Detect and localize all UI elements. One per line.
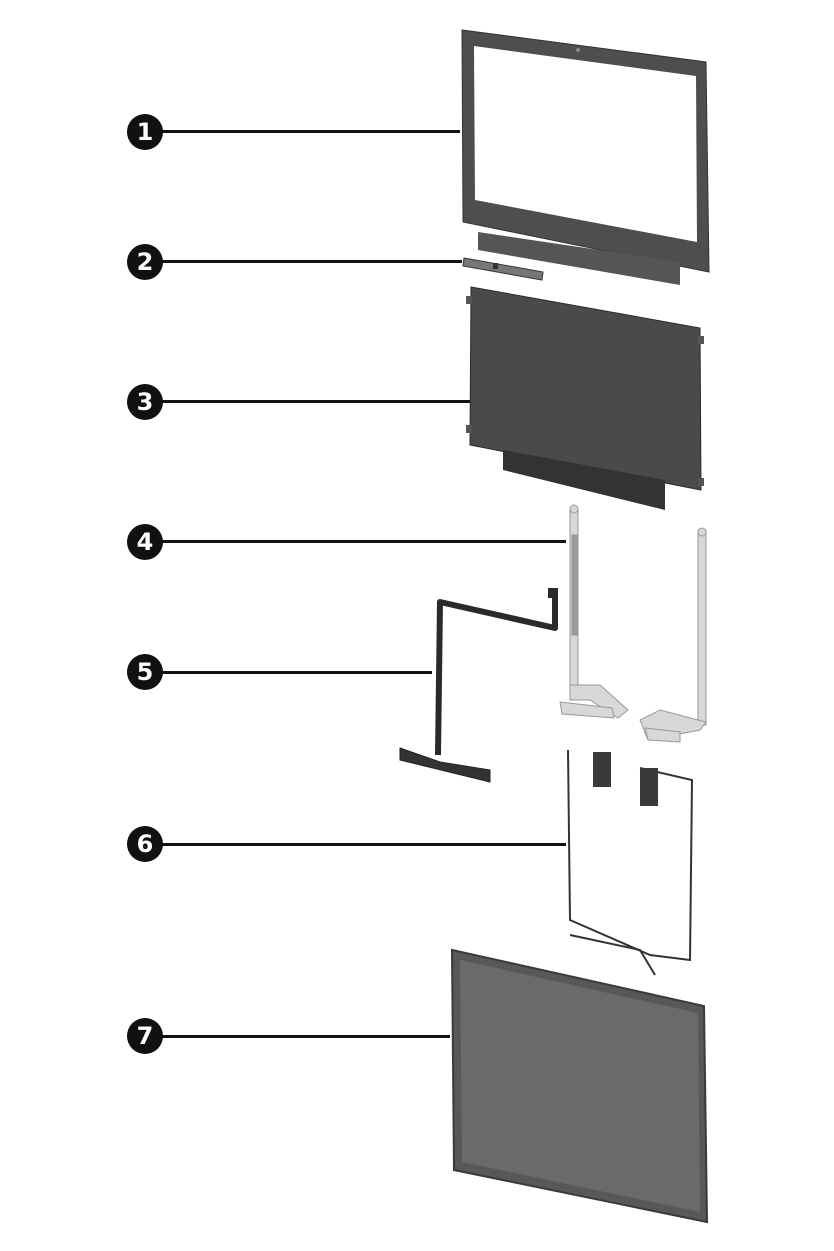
display-back-cover-illustration [450, 948, 709, 1224]
callout-badge-1: 1 [127, 114, 163, 150]
display-hinges-illustration [559, 504, 707, 743]
display-cable-illustration [399, 588, 558, 783]
callout-badge-6: 6 [127, 826, 163, 862]
leader-line-7 [160, 1035, 450, 1038]
display-bezel-illustration [461, 29, 710, 285]
antenna-illustration [567, 749, 694, 976]
callout-badge-5: 5 [127, 654, 163, 690]
leader-line-4 [160, 540, 566, 543]
leader-line-6 [160, 843, 566, 846]
webcam-module-illustration [462, 257, 544, 281]
leader-line-1 [160, 130, 460, 133]
callout-badge-7: 7 [127, 1018, 163, 1054]
leader-line-5 [160, 671, 432, 674]
callout-badge-2: 2 [127, 244, 163, 280]
leader-line-3 [160, 400, 470, 403]
display-panel-illustration [466, 286, 704, 510]
callout-badge-4: 4 [127, 524, 163, 560]
leader-line-2 [160, 260, 462, 263]
callout-badge-3: 3 [127, 384, 163, 420]
